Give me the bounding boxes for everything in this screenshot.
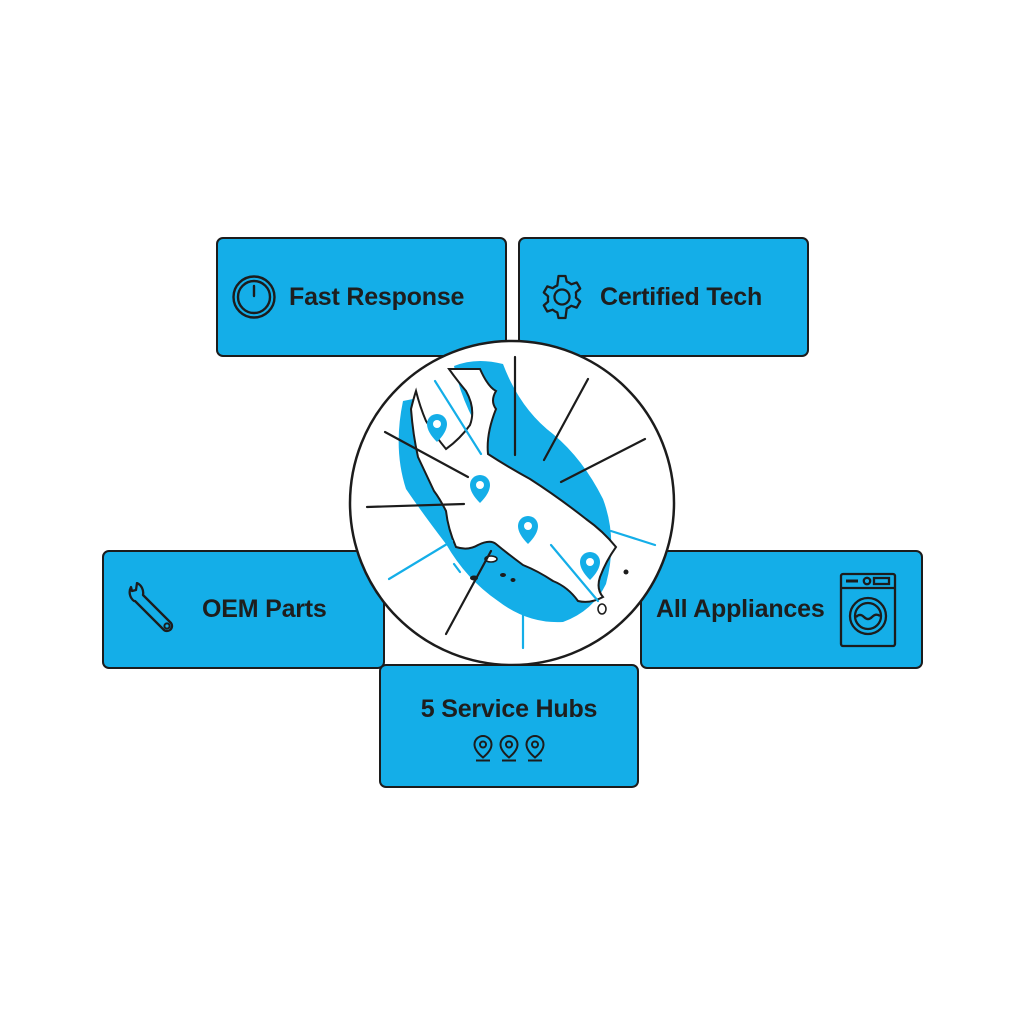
map-markers	[427, 414, 600, 580]
washing-machine-icon	[839, 572, 897, 648]
clock-icon	[231, 274, 277, 320]
oem-parts-label: OEM Parts	[202, 595, 327, 623]
location-pin-icon	[525, 734, 545, 761]
location-pin-icon	[473, 734, 493, 761]
location-pin-icon	[427, 414, 447, 442]
all-appliances-card: All Appliances	[640, 550, 923, 669]
all-appliances-label: All Appliances	[656, 595, 825, 623]
wrench-icon	[122, 581, 180, 638]
location-pin-icon	[518, 516, 538, 544]
location-pin-icon	[499, 734, 519, 761]
california-outline	[409, 368, 618, 603]
service-hubs-label: 5 Service Hubs	[420, 694, 598, 723]
location-pin-icon	[580, 552, 600, 580]
service-hub-pins	[472, 734, 546, 762]
fast-response-label: Fast Response	[289, 282, 465, 311]
certified-tech-card: Certified Tech	[518, 237, 809, 357]
california-service-map	[348, 339, 676, 667]
service-hubs-card: 5 Service Hubs	[379, 664, 639, 788]
certified-tech-label: Certified Tech	[600, 282, 763, 311]
fast-response-card: Fast Response	[216, 237, 507, 357]
oem-parts-card: OEM Parts	[102, 550, 385, 669]
gear-icon	[536, 271, 588, 323]
location-pin-icon	[470, 475, 490, 503]
